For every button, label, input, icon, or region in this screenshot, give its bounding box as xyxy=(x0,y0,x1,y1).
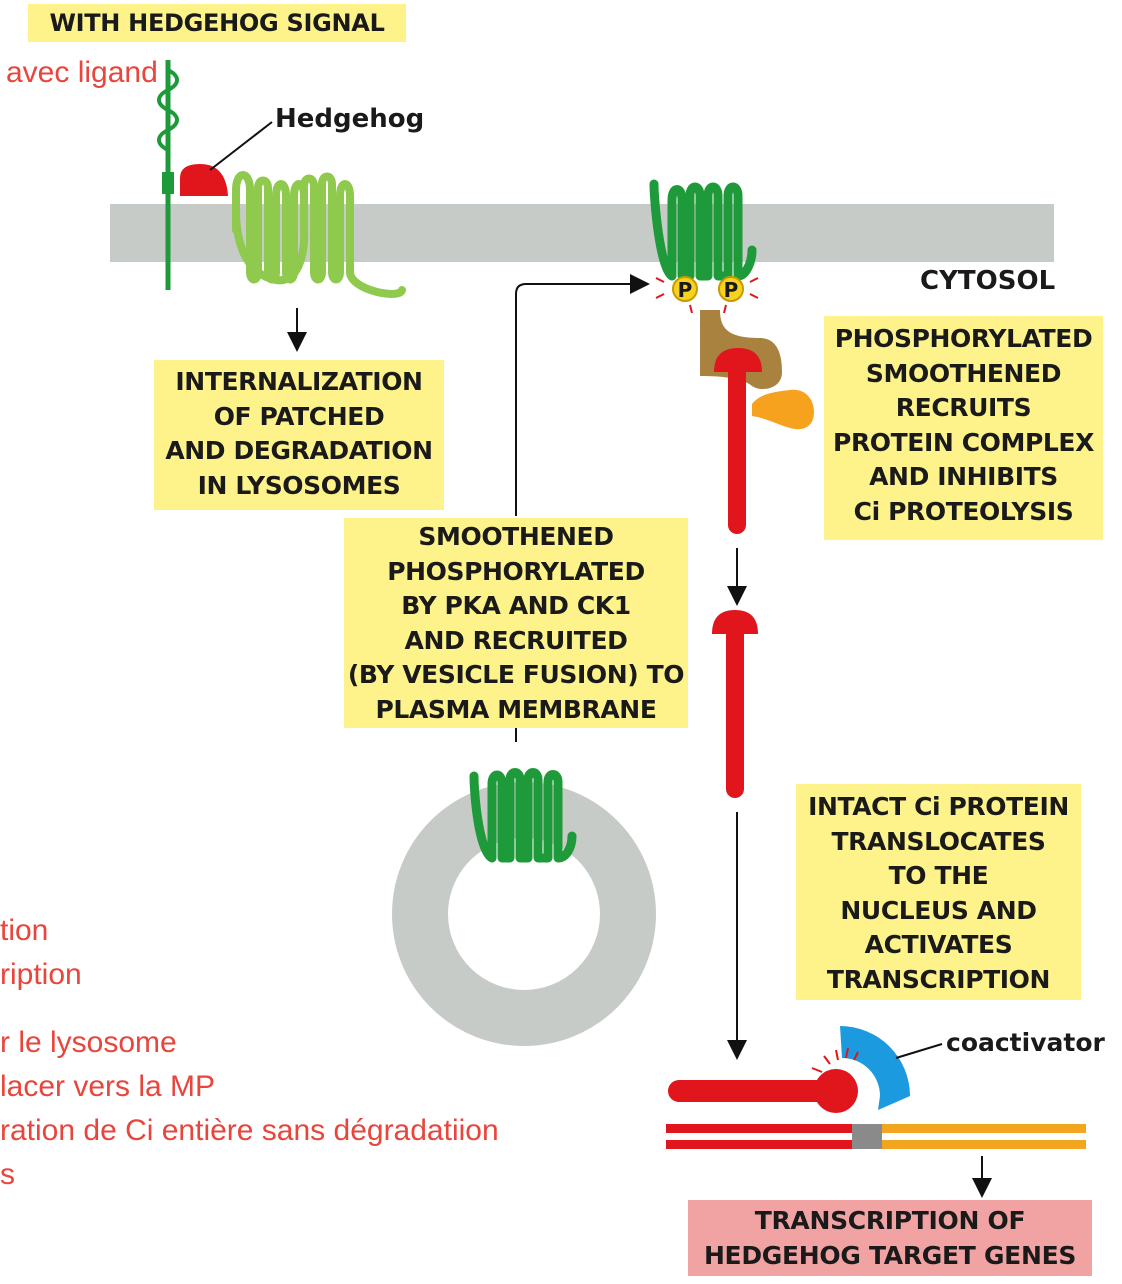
note-line-3: r le lysosome xyxy=(0,1026,177,1059)
note-line-4: lacer vers la MP xyxy=(0,1070,216,1103)
smoothened-vesicle xyxy=(469,768,577,863)
ihog-receptor xyxy=(157,60,179,290)
coactivator-leader xyxy=(895,1043,943,1059)
cytosol-label: CYTOSOL xyxy=(920,266,1056,296)
box-phosphorylated-smoothened: PHOSPHORYLATED SMOOTHENED RECRUITS PROTE… xyxy=(824,316,1103,540)
smoothened-membrane xyxy=(649,179,757,281)
hedgehog-ligand xyxy=(180,164,228,196)
ci-protein-free xyxy=(712,610,758,798)
box-smoothened-recruited: SMOOTHENED PHOSPHORYLATED BY PKA AND CK1… xyxy=(344,518,688,728)
activation-burst xyxy=(810,1047,859,1083)
diagram-title: WITH HEDGEHOG SIGNAL xyxy=(28,4,406,42)
coactivator-label: coactivator xyxy=(946,1028,1105,1057)
dna xyxy=(666,1124,1086,1149)
hedgehog-label: Hedgehog xyxy=(275,104,425,134)
box-transcription-result: TRANSCRIPTION OF HEDGEHOG TARGET GENES xyxy=(688,1200,1092,1276)
ci-protein-bound xyxy=(714,348,762,534)
note-line-5: ration de Ci entière sans dégradatiion xyxy=(0,1114,499,1147)
hedgehog-leader xyxy=(209,121,273,171)
box-internalization: INTERNALIZATION OF PATCHED AND DEGRADATI… xyxy=(154,360,444,510)
box-intact-ci: INTACT Ci PROTEIN TRANSLOCATES TO THE NU… xyxy=(796,784,1081,1000)
note-avec-ligand: avec ligand xyxy=(6,56,158,89)
coactivator xyxy=(840,1026,910,1110)
ci-protein-dna-bound xyxy=(668,1069,858,1113)
phospho-label-left: P xyxy=(678,278,693,302)
phosphate-group-left xyxy=(655,276,698,314)
patched-receptor-left xyxy=(232,171,308,284)
note-line-1: tion xyxy=(0,914,49,947)
phospho-label-right: P xyxy=(724,278,739,302)
note-line-2: ription xyxy=(0,958,82,991)
note-line-6: s xyxy=(0,1158,15,1191)
phosphate-group-right xyxy=(718,276,759,314)
protein-complex-fused xyxy=(752,389,814,430)
